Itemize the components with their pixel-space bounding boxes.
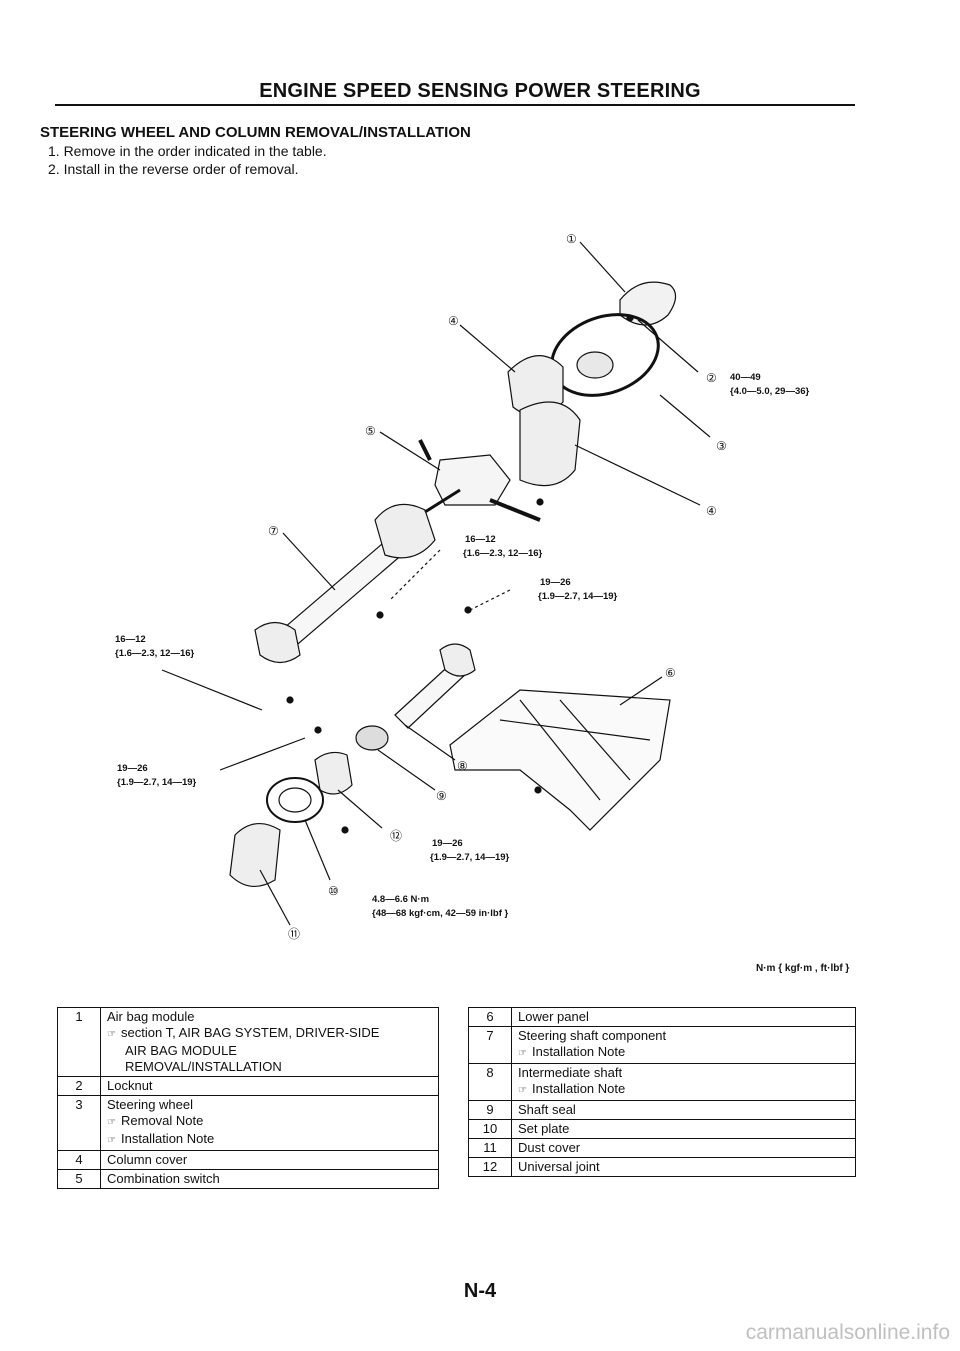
table-row: 12 Universal joint (468, 1157, 856, 1177)
torque-lowleft-nm: 19—26 (117, 763, 148, 774)
lower-panel-drawing (449, 689, 671, 831)
callout-7: ⑦ (268, 524, 279, 538)
part-name: Universal joint (511, 1157, 856, 1177)
part-name: Steering wheel (107, 1097, 193, 1112)
universal-joint-drawing (314, 751, 353, 795)
part-number: 9 (468, 1100, 512, 1120)
parts-table-right: 6 Lower panel 7 Steering shaft component… (468, 1007, 856, 1177)
part-note: Removal Note (121, 1113, 204, 1128)
reference-hand-icon: ☞ (518, 1048, 527, 1059)
part-name: Intermediate shaft (518, 1065, 623, 1080)
torque-unit-note: N·m { kgf·m , ft·lbf } (756, 963, 850, 974)
reference-hand-icon: ☞ (107, 1135, 116, 1146)
part-reference: section T, AIR BAG SYSTEM, DRIVER-SIDE (121, 1025, 380, 1040)
callout-9: ⑨ (436, 789, 447, 803)
part-name: Air bag module (107, 1009, 195, 1024)
callout-3: ③ (716, 439, 727, 453)
part-note: Installation Note (532, 1044, 626, 1059)
part-number: 2 (57, 1076, 101, 1096)
page-header-title: ENGINE SPEED SENSING POWER STEERING (259, 80, 701, 102)
callout-4a: ④ (448, 314, 459, 328)
callout-8: ⑧ (457, 759, 468, 773)
part-name: Set plate (511, 1119, 856, 1139)
part-reference-cont: AIR BAG MODULE (125, 1043, 237, 1058)
table-row: 5 Combination switch (57, 1169, 439, 1189)
table-row: 8 Intermediate shaft ☞ Installation Note (468, 1063, 856, 1101)
callout-4b: ④ (706, 504, 717, 518)
part-number: 7 (468, 1026, 512, 1064)
callout-6: ⑥ (665, 666, 676, 680)
callout-10: ⑩ (328, 884, 339, 898)
section-title: STEERING WHEEL AND COLUMN REMOVAL/INSTAL… (40, 124, 471, 141)
callout-12: ⑫ (390, 829, 402, 843)
page-number: N-4 (463, 1280, 497, 1302)
torque-lowmid-nm: 19—26 (432, 838, 463, 849)
torque-upper-alt: {1.6—2.3, 12—16} (463, 548, 543, 559)
part-name: Locknut (100, 1076, 439, 1096)
part-name: Shaft seal (511, 1100, 856, 1120)
table-row: 3 Steering wheel ☞ Removal Note ☞ Installa… (57, 1095, 439, 1151)
part-cell: Steering shaft component ☞ Installation N… (511, 1026, 856, 1064)
air-bag-module-drawing (619, 281, 677, 326)
callout-11: ⑪ (288, 927, 300, 941)
part-note: Installation Note (121, 1131, 215, 1146)
part-name: Column cover (100, 1150, 439, 1170)
parts-table-left: 1 Air bag module ☞ section T, AIR BAG SYS… (57, 1007, 439, 1189)
torque-mid-nm: 19—26 (540, 577, 571, 588)
part-number: 6 (468, 1007, 512, 1027)
torque-locknut-nm: 40—49 (730, 372, 761, 383)
part-number: 8 (468, 1063, 512, 1101)
steering-wheel-hub-drawing (576, 351, 614, 379)
part-name: Dust cover (511, 1138, 856, 1158)
table-row: 11 Dust cover (468, 1138, 856, 1158)
part-cell: Steering wheel ☞ Removal Note ☞ Installati… (100, 1095, 439, 1151)
shaft-seal-drawing (355, 725, 389, 751)
torque-left-nm: 16—12 (115, 634, 146, 645)
instruction-1: 1. Remove in the order indicated in the … (48, 143, 327, 159)
torque-lowmid-alt: {1.9—2.7, 14—19} (430, 852, 510, 863)
torque-lowleft-alt: {1.9—2.7, 14—19} (117, 777, 197, 788)
part-number: 10 (468, 1119, 512, 1139)
instruction-2: 2. Install in the reverse order of remov… (48, 161, 299, 177)
torque-seal-nm: 4.8—6.6 N·m (372, 894, 429, 905)
reference-hand-icon: ☞ (518, 1085, 527, 1096)
table-row: 2 Locknut (57, 1076, 439, 1096)
part-number: 3 (57, 1095, 101, 1151)
dust-cover-drawing (229, 823, 281, 887)
part-name: Lower panel (511, 1007, 856, 1027)
torque-left-alt: {1.6—2.3, 12—16} (115, 648, 195, 659)
torque-mid-alt: {1.9—2.7, 14—19} (538, 591, 618, 602)
set-plate-drawing (266, 777, 324, 823)
part-name: Steering shaft component (518, 1028, 667, 1043)
part-number: 1 (57, 1007, 101, 1077)
table-row: 1 Air bag module ☞ section T, AIR BAG SYS… (57, 1007, 439, 1077)
table-row: 7 Steering shaft component ☞ Installation… (468, 1026, 856, 1064)
part-number: 4 (57, 1150, 101, 1170)
reference-hand-icon: ☞ (107, 1029, 116, 1040)
reference-hand-icon: ☞ (107, 1117, 116, 1128)
table-row: 4 Column cover (57, 1150, 439, 1170)
callout-2: ② (706, 371, 717, 385)
part-cell: Air bag module ☞ section T, AIR BAG SYSTE… (100, 1007, 439, 1077)
torque-seal-alt: {48—68 kgf·cm, 42—59 in·lbf } (372, 908, 509, 919)
torque-locknut-alt: {4.0—5.0, 29—36} (730, 386, 810, 397)
table-row: 6 Lower panel (468, 1007, 856, 1027)
part-number: 12 (468, 1157, 512, 1177)
callout-1: ① (566, 232, 577, 246)
part-name: Combination switch (100, 1169, 439, 1189)
column-cover-lower-drawing (519, 401, 581, 487)
part-note: Installation Note (532, 1081, 626, 1096)
table-row: 9 Shaft seal (468, 1100, 856, 1120)
part-cell: Intermediate shaft ☞ Installation Note (511, 1063, 856, 1101)
part-number: 5 (57, 1169, 101, 1189)
watermark: carmanualsonline.info (745, 1321, 950, 1344)
torque-upper-nm: 16—12 (465, 534, 496, 545)
part-reference-cont: REMOVAL/INSTALLATION (125, 1059, 282, 1074)
callout-5: ⑤ (365, 424, 376, 438)
part-number: 11 (468, 1138, 512, 1158)
header-rule (55, 104, 855, 106)
table-row: 10 Set plate (468, 1119, 856, 1139)
